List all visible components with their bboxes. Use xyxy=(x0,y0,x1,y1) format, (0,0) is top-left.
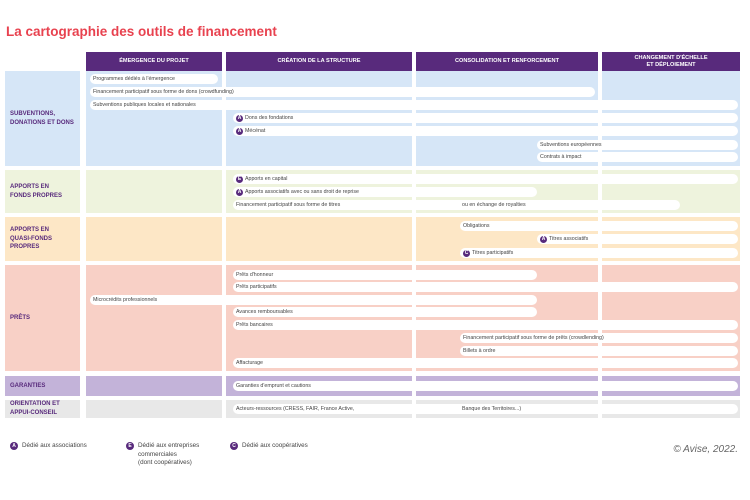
tool-label: Financement participatif sous forme de d… xyxy=(93,89,234,95)
tool-pill: Garanties d'emprunt et cautions xyxy=(233,381,738,391)
tool-pill: Contrats à impact xyxy=(537,152,738,162)
legend-item: A Dédié aux associations xyxy=(10,442,87,451)
tool-label: Affacturage xyxy=(236,360,263,366)
tool-label: Mécénat xyxy=(245,128,266,134)
tool-label: Financement participatif sous forme de t… xyxy=(236,202,341,208)
tool-pill: Avances remboursables xyxy=(233,307,537,317)
badge-c-icon: C xyxy=(463,249,470,257)
tool-pill: Financement participatif sous forme de d… xyxy=(90,87,595,97)
legend-label: Dédié aux coopératives xyxy=(242,442,308,449)
tool-label: Garanties d'emprunt et cautions xyxy=(236,383,311,389)
badge-e-icon: E xyxy=(236,175,243,183)
tool-label: Microcrédits professionnels xyxy=(93,297,158,303)
badge-e-icon: E xyxy=(126,442,134,450)
badge-a-icon: A xyxy=(10,442,18,450)
tool-label: Avances remboursables xyxy=(236,309,293,315)
legend-label: Dédié aux entreprises commerciales (dont… xyxy=(138,442,200,466)
row-label: ORIENTATION ET APPUI-CONSEIL xyxy=(5,400,80,418)
tool-pill: Obligations xyxy=(460,221,738,231)
grid-cell xyxy=(226,217,412,261)
tool-label: Acteurs-ressources (CRESS, FAIR, France … xyxy=(236,406,355,412)
badge-a-icon: A xyxy=(236,127,243,135)
grid-cell xyxy=(226,265,412,371)
column-header: CRÉATION DE LA STRUCTURE xyxy=(226,52,412,71)
grid-cell xyxy=(86,217,222,261)
tool-label: Financement participatif sous forme de p… xyxy=(463,335,604,341)
row-label: APPORTS EN FONDS PROPRES xyxy=(5,170,80,213)
tool-label: Prêts d'honneur xyxy=(236,272,274,278)
tool-pill: Affacturage xyxy=(233,358,738,368)
tool-label-continued: ou en échange de royalties xyxy=(462,202,526,208)
row-label: APPORTS EN QUASI-FONDS PROPRES xyxy=(5,217,80,261)
tool-pill: Subventions européennes xyxy=(537,140,738,150)
row-label: SUBVENTIONS, DONATIONS ET DONS xyxy=(5,71,80,166)
tool-pill: Billets à ordre xyxy=(460,346,738,356)
column-header: CONSOLIDATION ET RENFORCEMENT xyxy=(416,52,598,71)
tool-label: Programmes dédiés à l'émergence xyxy=(93,76,175,82)
badge-a-icon: A xyxy=(236,188,243,196)
tool-label: Subventions européennes xyxy=(540,142,602,148)
grid-cell xyxy=(86,376,222,396)
row-label: GARANTIES xyxy=(5,376,80,396)
tool-pill: Prêts d'honneur xyxy=(233,270,537,280)
tool-pill: Prêts participatifs xyxy=(233,282,738,292)
tool-label: Titres associatifs xyxy=(549,236,589,242)
row-label: PRÊTS xyxy=(5,265,80,371)
grid-cell xyxy=(86,265,222,371)
legend-item: E Dédié aux entreprises commerciales (don… xyxy=(126,442,199,468)
badge-c-icon: C xyxy=(230,442,238,450)
tool-pill: Programmes dédiés à l'émergence xyxy=(90,74,218,84)
tool-pill: Subventions publiques locales et nationa… xyxy=(90,100,738,110)
tool-label: Contrats à impact xyxy=(540,154,582,160)
tool-label: Titres participatifs xyxy=(472,250,514,256)
page-title: La cartographie des outils de financemen… xyxy=(6,24,277,39)
grid-cell xyxy=(86,400,222,418)
tool-label: Billets à ordre xyxy=(463,348,496,354)
tool-label: Subventions publiques locales et nationa… xyxy=(93,102,196,108)
tool-label-continued: Banque des Territoires...) xyxy=(462,406,522,412)
badge-a-icon: A xyxy=(540,235,547,243)
copyright: © Avise, 2022. xyxy=(673,444,738,455)
tool-pill: Prêts bancaires xyxy=(233,320,738,330)
tool-pill: Financement participatif sous forme de p… xyxy=(460,333,738,343)
column-header: ÉMERGENCE DU PROJET xyxy=(86,52,222,71)
tool-label: Prêts participatifs xyxy=(236,284,277,290)
tool-label: Dons des fondations xyxy=(245,115,294,121)
tool-pill: Acteurs-ressources (CRESS, FAIR, France … xyxy=(233,404,738,414)
column-header: CHANGEMENT D'ÉCHELLE ET DÉPLOIEMENT xyxy=(602,52,740,71)
grid-cell xyxy=(86,71,222,166)
tool-label: Apports en capital xyxy=(245,176,288,182)
legend-item: C Dédié aux coopératives xyxy=(230,442,308,451)
tool-label: Apports associatifs avec ou sans droit d… xyxy=(245,189,359,195)
tool-pill: Microcrédits professionnels xyxy=(90,295,537,305)
tool-pill: Financement participatif sous forme de t… xyxy=(233,200,680,210)
legend-label: Dédié aux associations xyxy=(22,442,87,449)
tool-label: Prêts bancaires xyxy=(236,322,273,328)
grid-cell xyxy=(86,170,222,213)
tool-label: Obligations xyxy=(463,223,490,229)
badge-a-icon: A xyxy=(236,114,243,122)
